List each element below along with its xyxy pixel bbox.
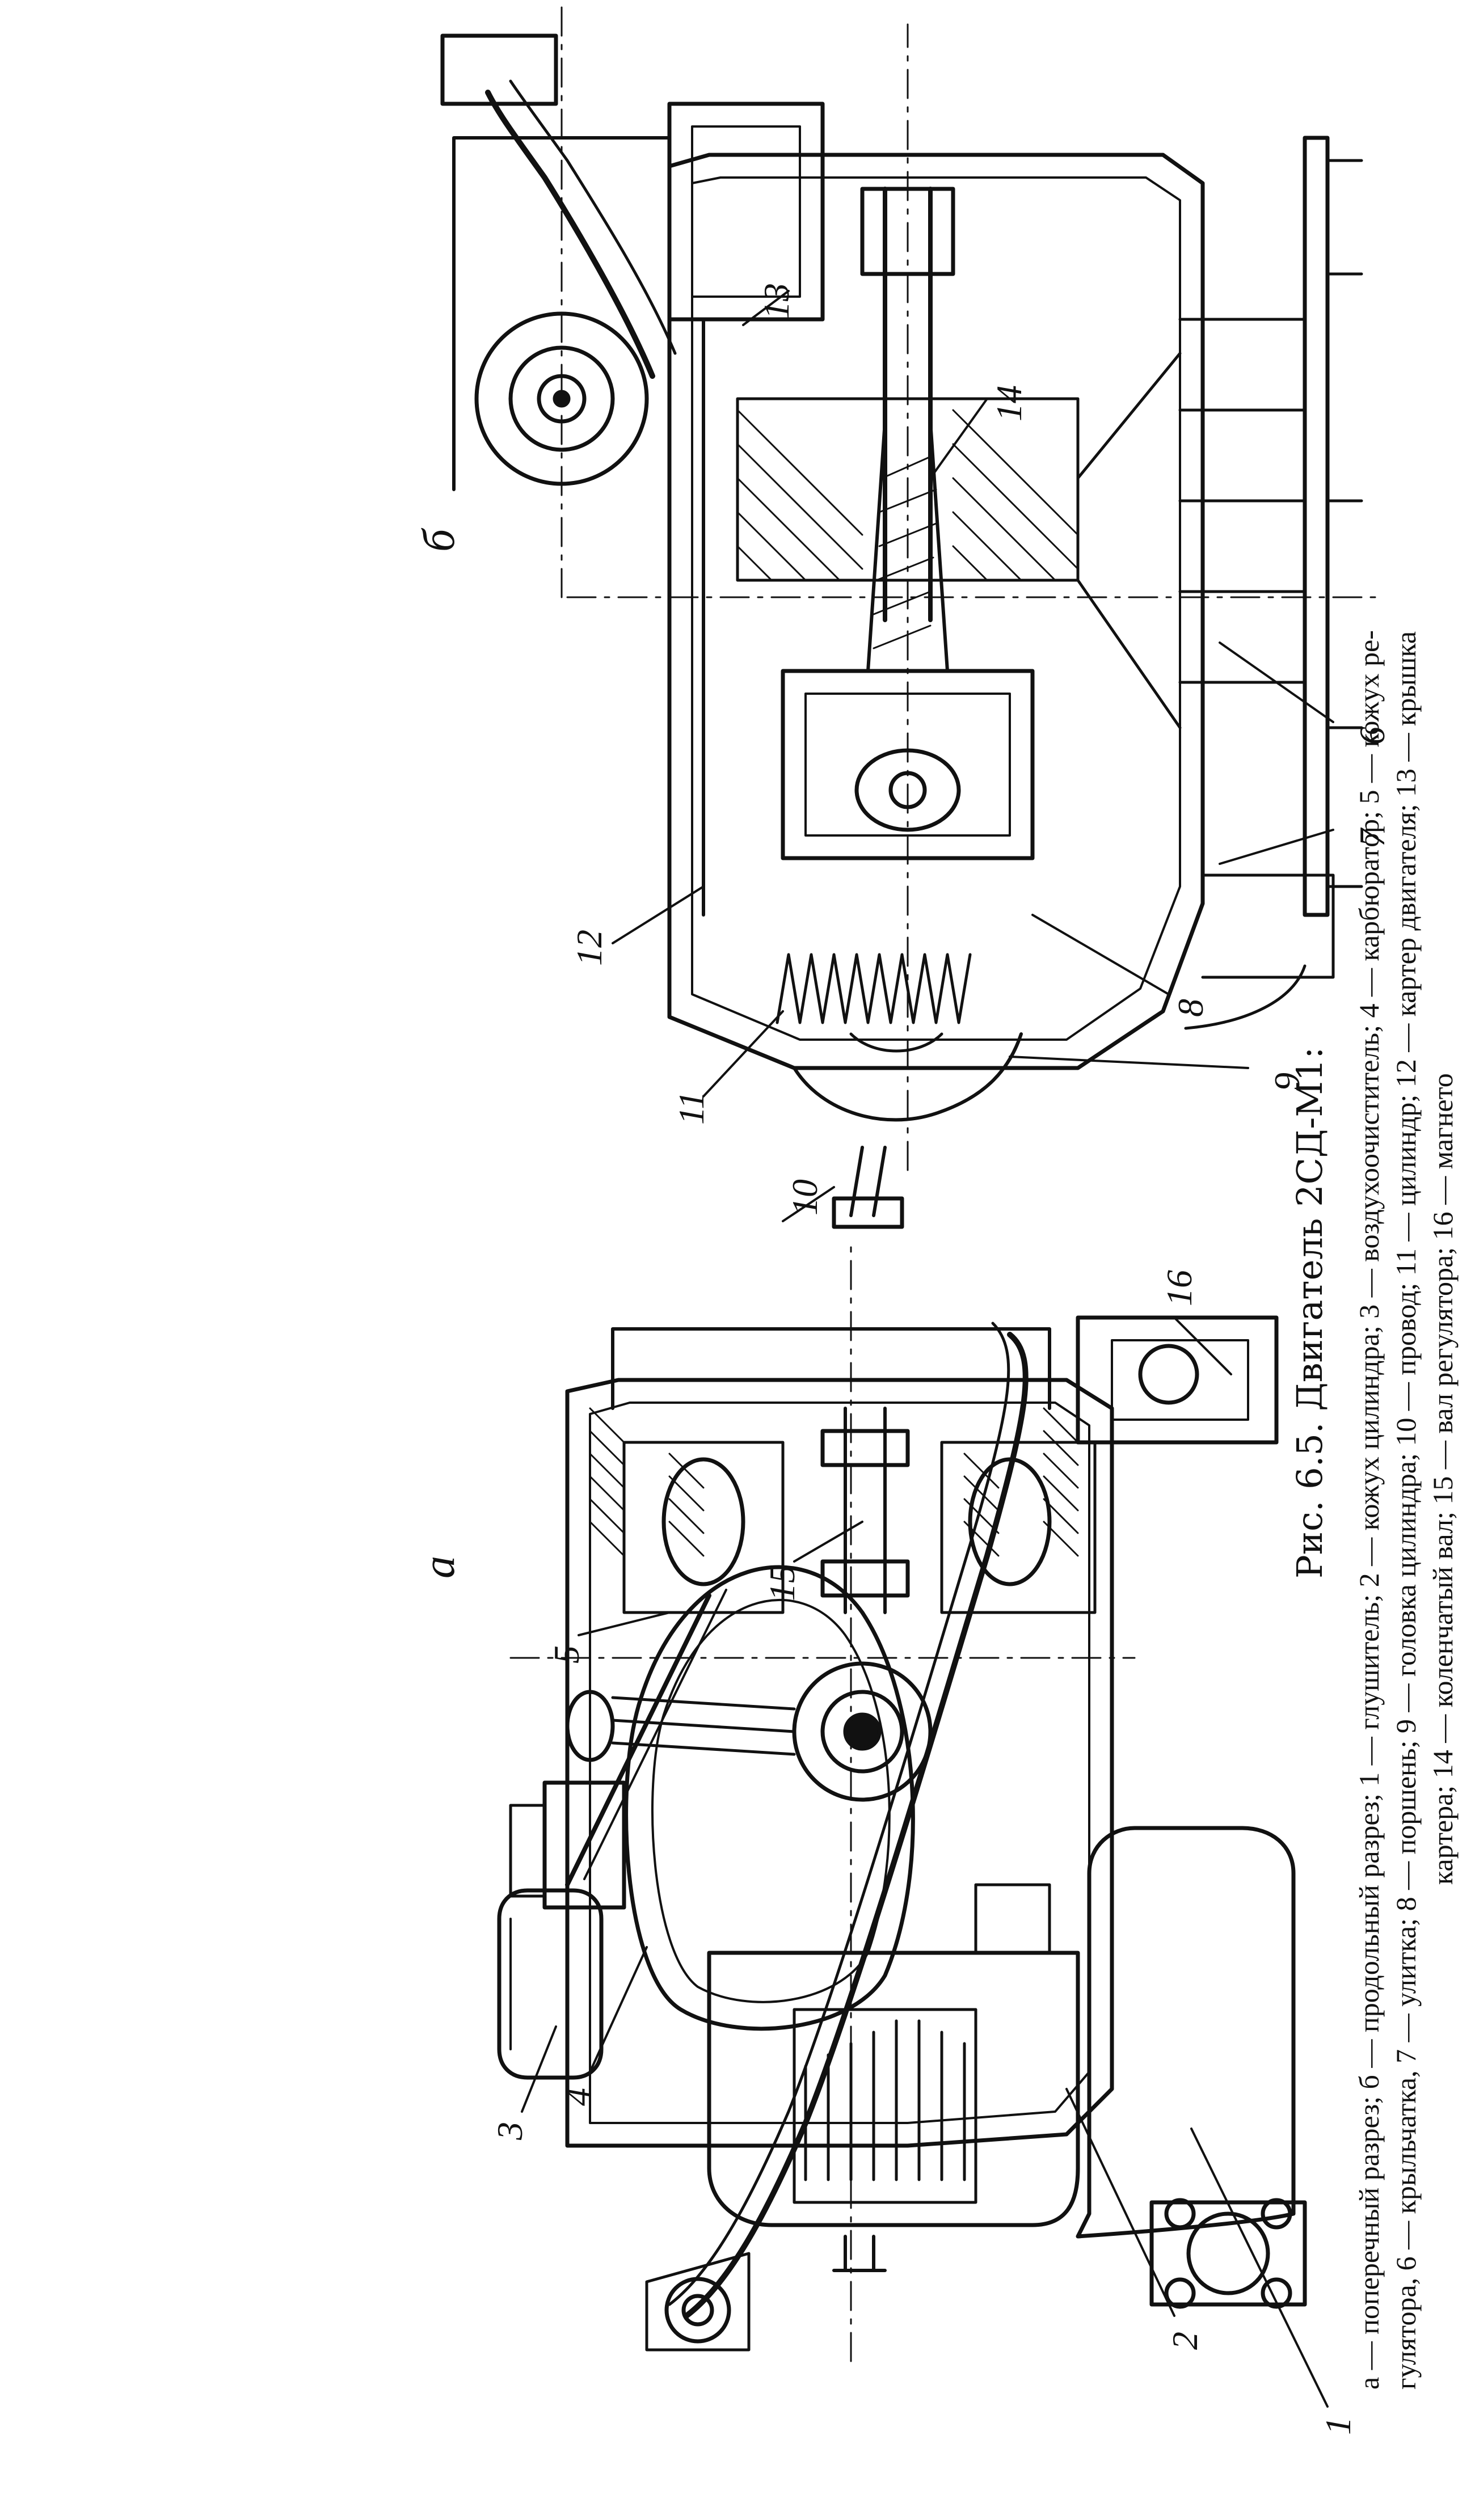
caption-line-1: а — поперечный разрез; б — продольный ра… [1353, 630, 1385, 2390]
label-15: 15 [762, 1565, 802, 1601]
label-8: 8 [1170, 999, 1211, 1017]
view-letter-b: б [414, 527, 464, 552]
label-9: 9 [1267, 1073, 1307, 1091]
label-14: 14 [989, 385, 1029, 421]
label-7: 7 [1352, 827, 1392, 847]
label-4: 4 [558, 2088, 598, 2106]
label-12: 12 [569, 930, 609, 966]
figure-title: Рис. 6.5. Двигатель 2СД-М1: [1289, 1047, 1330, 1578]
label-2: 2 [1165, 2332, 1205, 2350]
label-11: 11 [671, 1091, 711, 1125]
caption-line-3: картера; 14 — коленчатый вал; 15 — вал р… [1427, 1073, 1459, 1885]
longitudinal-section-view-b [440, 0, 1380, 1229]
view-letter-a: а [414, 1556, 464, 1578]
label-6: 6 [1352, 727, 1392, 745]
label-1: 1 [1318, 2417, 1358, 2435]
label-13: 13 [756, 283, 796, 319]
label-3: 3 [490, 2122, 530, 2141]
cross-section-view-a [497, 1237, 1329, 2408]
label-16: 16 [1159, 1270, 1199, 1306]
label-10: 10 [785, 1179, 825, 1215]
label-5: 5 [546, 1645, 587, 1664]
caption-line-2: гулятора, 6 — крыльчатка, 7 — улитка; 8 … [1390, 631, 1422, 2390]
